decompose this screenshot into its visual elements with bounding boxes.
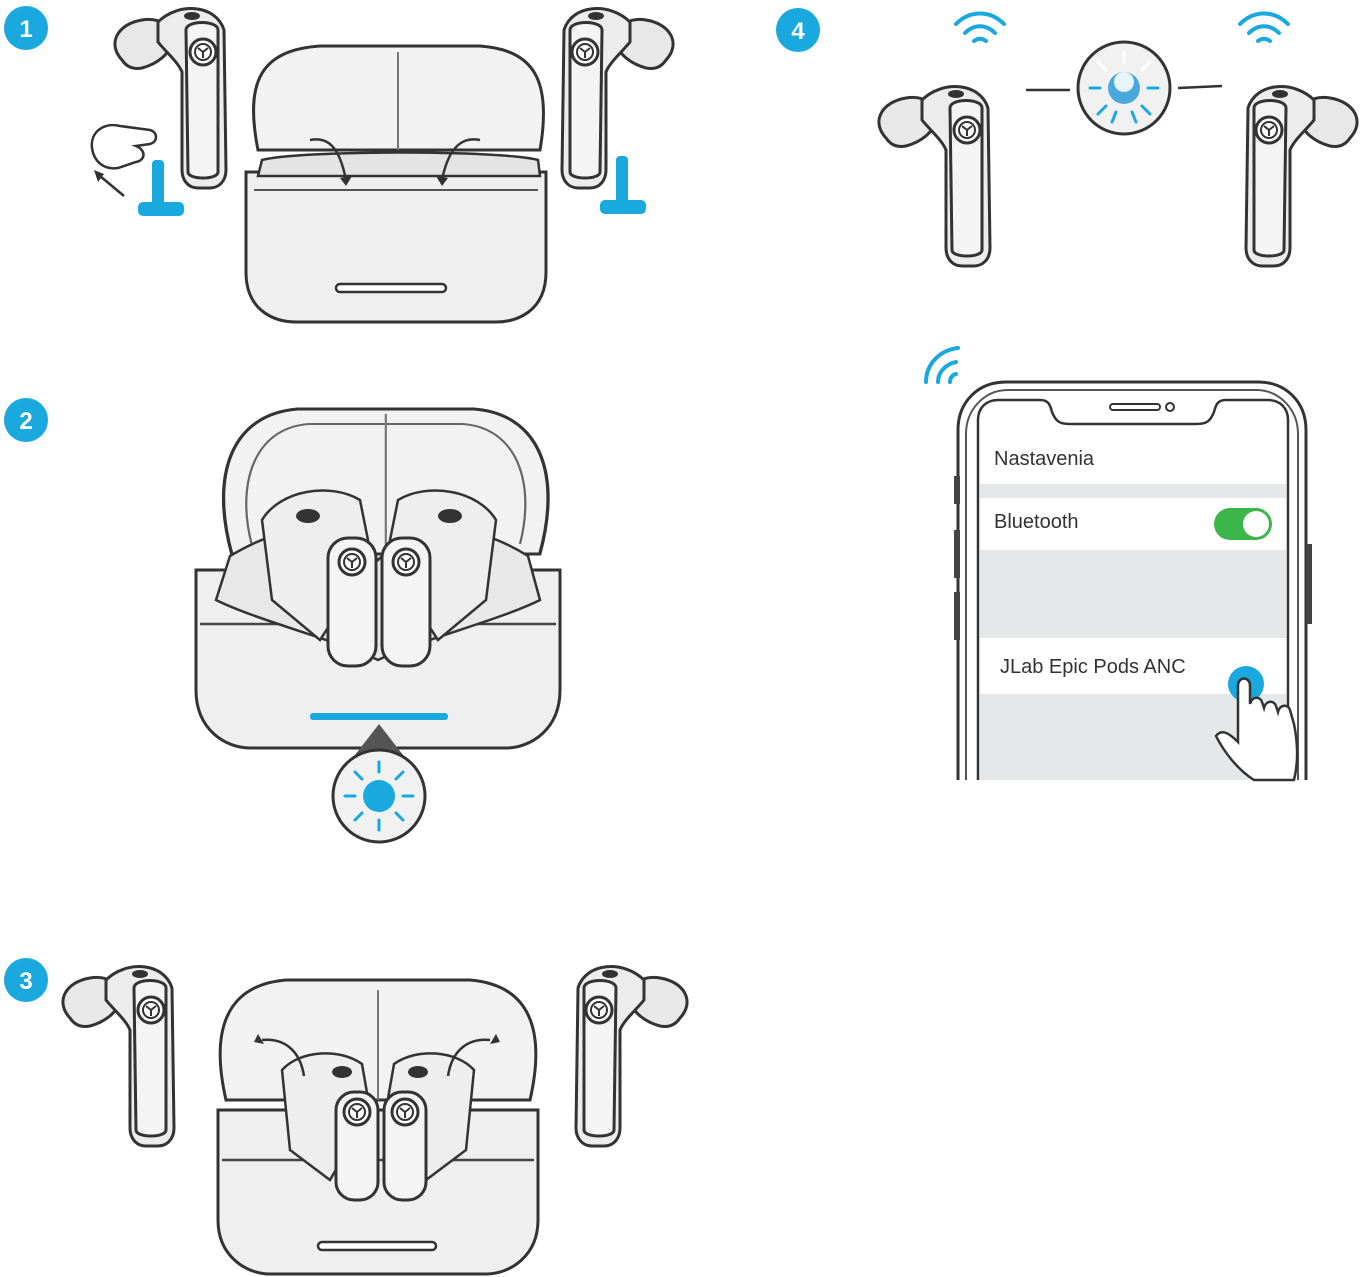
step-2-panel: 2 [4, 398, 560, 842]
pull-tab-left-icon [138, 160, 184, 216]
case-step-3 [218, 980, 538, 1274]
step-3-badge: 3 [4, 958, 48, 1002]
bluetooth-toggle[interactable] [1214, 508, 1272, 540]
step-1-panel: 1 [4, 6, 673, 322]
left-earbud-out-icon [63, 967, 174, 1146]
hand-pull-icon [92, 125, 156, 196]
step-1-number: 1 [19, 16, 32, 43]
left-earbud-pairing-icon [879, 87, 990, 266]
right-earbud-out-icon [576, 967, 687, 1146]
charging-case-closed-lid [246, 46, 546, 322]
step-4-badge: 4 [776, 8, 820, 52]
led-strip-indicator [310, 713, 448, 720]
blinking-led-icon [333, 750, 425, 842]
step-4-number: 4 [791, 18, 805, 45]
step-1-badge: 1 [4, 6, 48, 50]
step-3-number: 3 [19, 968, 32, 995]
settings-title: Nastavenia [994, 448, 1095, 470]
phone-wireless-icon [926, 348, 958, 382]
bluetooth-label: Bluetooth [994, 511, 1079, 533]
case-body [246, 172, 546, 322]
step-3-panel: 3 [4, 958, 687, 1274]
wireless-signal-icon [1240, 14, 1288, 42]
wireless-signal-icon [956, 14, 1004, 42]
smartphone: Nastavenia Bluetooth JLab Epic Pods ANC [954, 382, 1312, 780]
step-4-panel: 4 [776, 8, 1357, 780]
device-list-item-jlab[interactable]: JLab Epic Pods ANC [1000, 656, 1186, 678]
blinking-led-icon [1078, 42, 1170, 134]
step-2-badge: 2 [4, 398, 48, 442]
right-earbud-pairing-icon [1246, 87, 1357, 266]
step-2-number: 2 [19, 408, 32, 435]
